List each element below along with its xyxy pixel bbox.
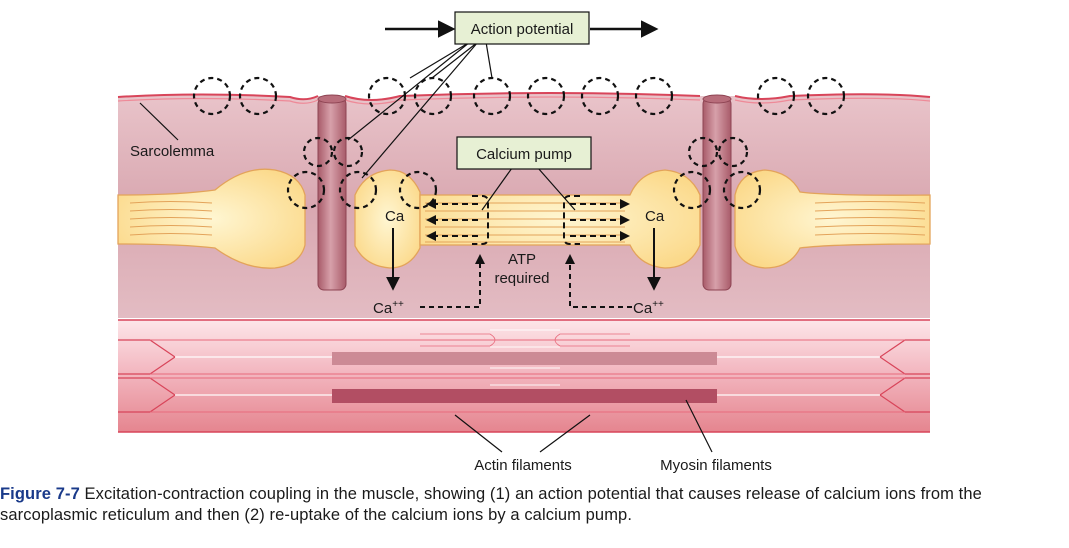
t-tubule-right (702, 97, 732, 291)
action-potential-label: Action potential (471, 21, 574, 38)
myosin-filaments-label: Myosin filaments (660, 457, 772, 474)
ca-left-label: Ca (385, 208, 405, 225)
calcium-pump-arrows (426, 195, 630, 245)
ca-ion-right-label: Ca++ (633, 299, 664, 317)
sarcoplasmic-reticulum-right (734, 169, 931, 269)
t-tubule-left (317, 97, 347, 291)
myosin-filament-band (332, 389, 717, 403)
sarcolemma-pointer (139, 102, 179, 141)
myosin-pointer (685, 399, 713, 453)
actin-filament-band (332, 352, 717, 365)
calcium-pump-label: Calcium pump (476, 146, 572, 163)
ca-ion-left-label: Ca++ (373, 299, 404, 317)
action-potential-leaders (347, 41, 493, 179)
figure-number: Figure 7-7 (0, 485, 80, 503)
myofibril (118, 319, 930, 433)
sarcolemma-membrane (117, 92, 931, 101)
atp-label-line2: required (494, 270, 549, 287)
sarcolemma-label: Sarcolemma (130, 143, 215, 160)
sr-tubules-left (129, 201, 213, 236)
actin-filaments-label: Actin filaments (474, 457, 572, 474)
figure-caption: Figure 7-7 Excitation-contraction coupli… (0, 484, 1060, 526)
calcium-pump-label-box: Calcium pump (456, 136, 592, 211)
action-potential-loops (192, 76, 846, 210)
atp-label-line1: ATP (508, 251, 536, 268)
excitation-contraction-diagram: Action potential Sarcolemma Calcium pump… (117, 11, 931, 474)
caption-text: Excitation-contraction coupling in the m… (0, 485, 982, 524)
action-potential-label-box: Action potential (454, 11, 590, 45)
ca-reuptake-paths (420, 254, 632, 308)
actin-pointer (454, 414, 591, 453)
ca-right-label: Ca (645, 208, 665, 225)
